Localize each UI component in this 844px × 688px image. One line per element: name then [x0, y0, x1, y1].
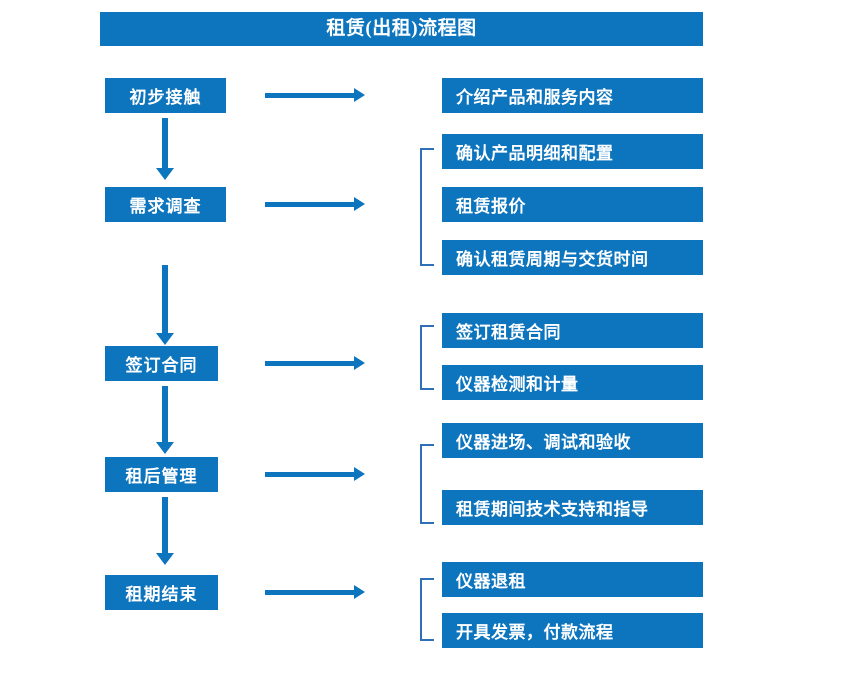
arrow-head-down-icon	[156, 442, 174, 454]
group-bracket-5	[420, 578, 434, 641]
detail-box-5-2[interactable]: 开具发票，付款流程	[442, 613, 703, 648]
stage-to-detail-arrow-3	[265, 355, 365, 371]
detail-box-3-2[interactable]: 仪器检测和计量	[442, 365, 703, 400]
arrow-shaft	[265, 93, 355, 98]
stage-box-5[interactable]: 租期结束	[105, 575, 218, 610]
arrow-head-down-icon	[156, 333, 174, 345]
stage-to-stage-arrow-4	[156, 497, 174, 565]
arrow-head-right-icon	[354, 197, 365, 211]
arrow-shaft	[162, 386, 168, 442]
arrow-head-right-icon	[354, 88, 365, 102]
arrow-shaft	[265, 472, 355, 477]
detail-box-4-1[interactable]: 仪器进场、调试和验收	[442, 423, 703, 458]
arrow-shaft	[265, 361, 355, 366]
stage-box-3[interactable]: 签订合同	[105, 346, 218, 381]
stage-to-detail-arrow-4	[265, 466, 365, 482]
detail-box-3-1[interactable]: 签订租赁合同	[442, 313, 703, 348]
stage-to-stage-arrow-3	[156, 386, 174, 454]
group-bracket-4	[420, 444, 434, 524]
arrow-head-down-icon	[156, 168, 174, 180]
arrow-head-down-icon	[156, 553, 174, 565]
stage-to-stage-arrow-1	[156, 118, 174, 180]
arrow-shaft	[265, 590, 355, 595]
arrow-head-right-icon	[354, 467, 365, 481]
group-bracket-2	[420, 148, 434, 266]
detail-box-5-1[interactable]: 仪器退租	[442, 562, 703, 597]
detail-box-4-2[interactable]: 租赁期间技术支持和指导	[442, 490, 703, 525]
stage-box-4[interactable]: 租后管理	[105, 457, 218, 492]
page-title: 租赁(出租)流程图	[100, 12, 703, 46]
arrow-shaft	[162, 118, 168, 168]
arrow-shaft	[162, 497, 168, 553]
arrow-head-right-icon	[354, 356, 365, 370]
stage-box-1[interactable]: 初步接触	[105, 78, 226, 113]
arrow-shaft	[265, 202, 355, 207]
arrow-shaft	[162, 265, 168, 333]
stage-to-stage-arrow-2	[156, 265, 174, 345]
stage-to-detail-arrow-1	[265, 87, 365, 103]
arrow-head-right-icon	[354, 585, 365, 599]
stage-to-detail-arrow-5	[265, 584, 365, 600]
detail-box-2-2[interactable]: 租赁报价	[442, 187, 703, 222]
stage-box-2[interactable]: 需求调查	[105, 187, 226, 222]
detail-box-2-3[interactable]: 确认租赁周期与交货时间	[442, 240, 703, 275]
group-bracket-3	[420, 325, 434, 390]
detail-box-1-1[interactable]: 介绍产品和服务内容	[442, 78, 703, 113]
detail-box-2-1[interactable]: 确认产品明细和配置	[442, 134, 703, 169]
stage-to-detail-arrow-2	[265, 196, 365, 212]
